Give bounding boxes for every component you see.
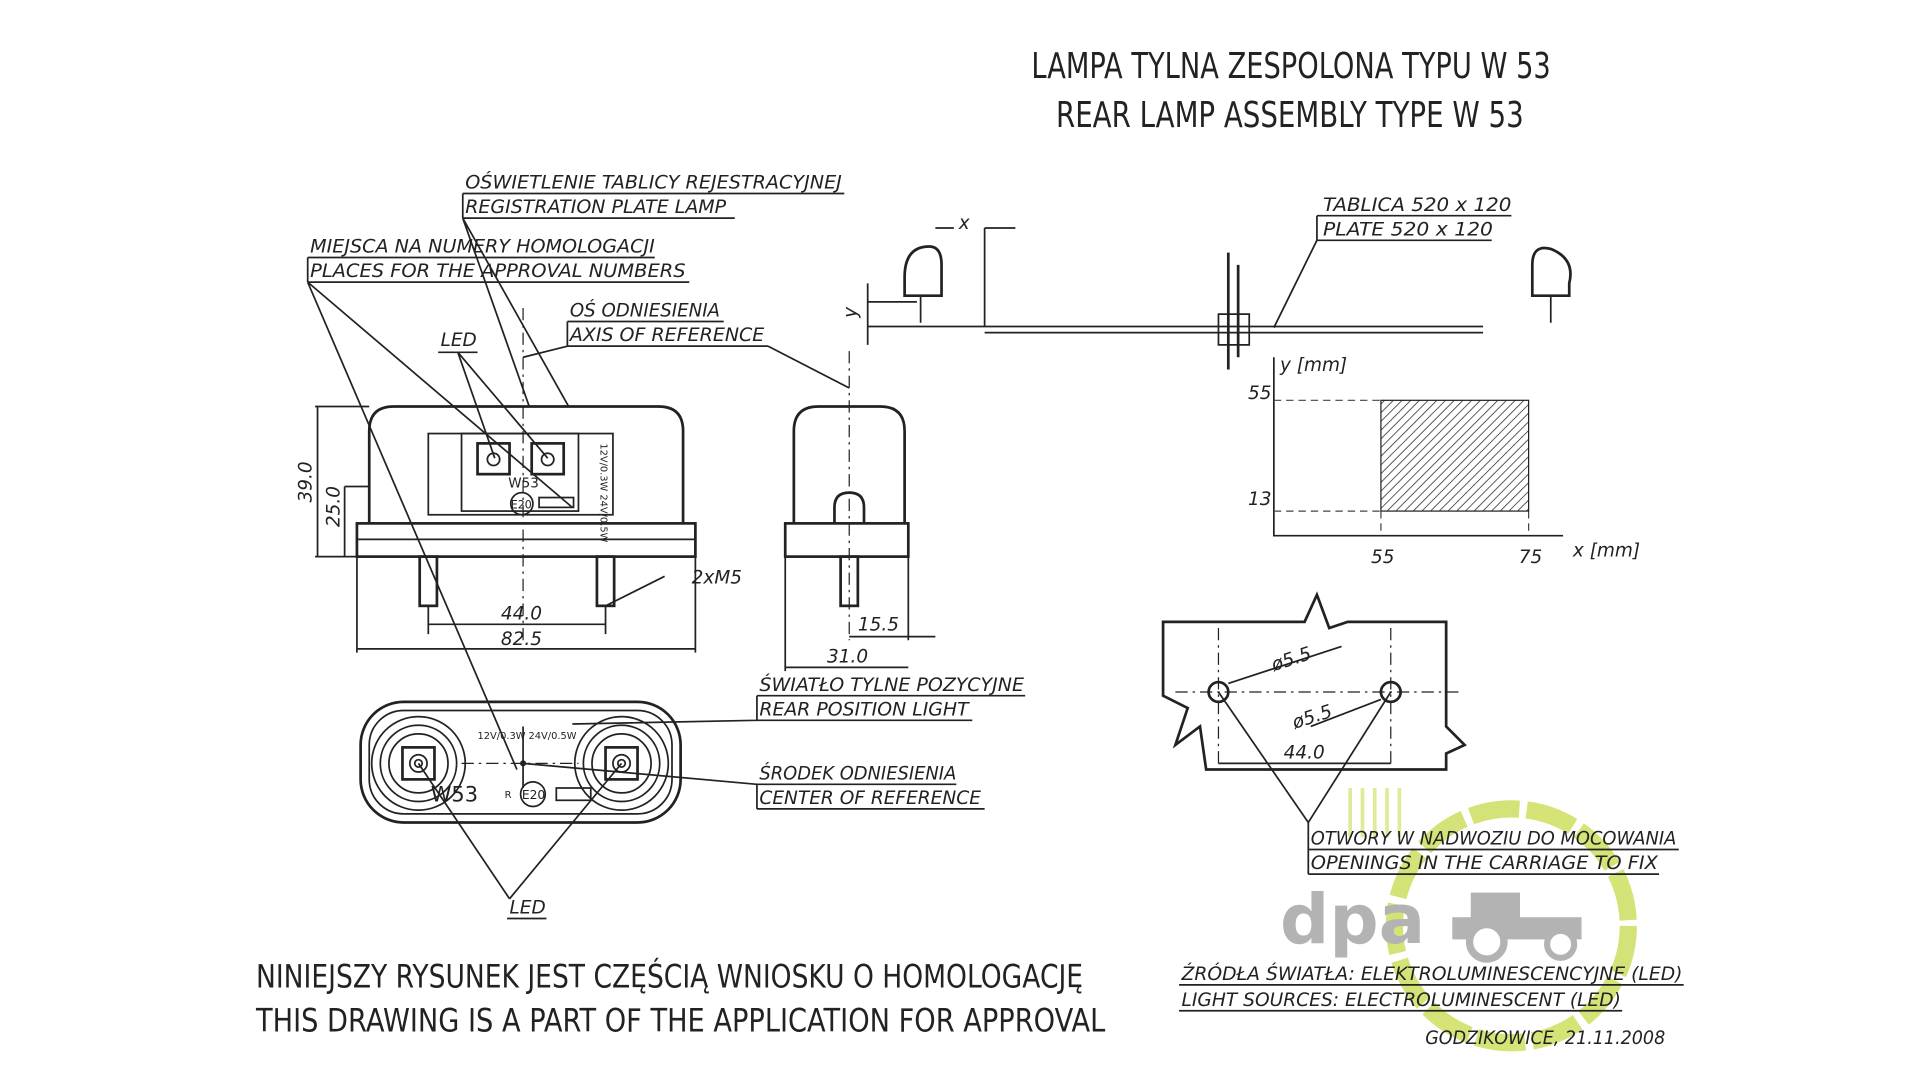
led-right (573, 715, 670, 812)
dim-depth: 31.0 (827, 646, 868, 667)
label-plate-en: PLATE 520 x 120 (1323, 219, 1493, 240)
label-text: CENTER OF REFERENCE (759, 788, 981, 809)
y-axis-label: y [mm] (1279, 355, 1347, 376)
x-axis-label: x [mm] (1572, 541, 1640, 562)
label-text: ŚRODEK ODNIESIENIA (759, 762, 956, 784)
sources-en: LIGHT SOURCES: ELECTROLUMINESCENT (LED) (1182, 990, 1621, 1011)
label-text: OŚ ODNIESIENIA (570, 300, 720, 322)
title-en: REAR LAMP ASSEMBLY TYPE W 53 (1056, 95, 1524, 136)
bottom-view: 12V/0.3W 24V/0.5W W53 R E20 LED (359, 700, 682, 920)
label-axis: OŚ ODNIESIENIA AXIS OF REFERENCE (522, 300, 850, 389)
sources-pl: ŹRÓDŁA ŚWIATŁA: ELEKTROLUMINESCENCYJNE (… (1181, 963, 1683, 985)
y-tick: 13 (1248, 489, 1271, 510)
label-openings-pl: OTWORY W NADWOZIU DO MOCOWANIA (1311, 829, 1677, 850)
front-view: W53 E20 12V/0.3W 24V/0.5W 39.0 25.0 44.0… (295, 308, 742, 653)
power-marking: 12V/0.3W 24V/0.5W (478, 731, 577, 742)
label-center: ŚRODEK ODNIESIENIA CENTER OF REFERENCE (523, 762, 985, 810)
label-text: LED (441, 330, 477, 351)
label-text: REAR POSITION LIGHT (759, 699, 970, 720)
label-plate-lamp: OŚWIETLENIE TABLICY REJESTRACYJNEJ REGIS… (461, 172, 845, 407)
label-text: REGISTRATION PLATE LAMP (465, 197, 727, 218)
label-approval: MIEJSCA NA NUMERY HOMOLOGACJI PLACES FOR… (306, 237, 690, 770)
label-rear-position: ŚWIATŁO TYLNE POZYCYJNE REAR POSITION LI… (572, 674, 1026, 725)
dim-side-offset: 15.5 (858, 614, 899, 635)
mounting-holes: ø5.5 ø5.5 44.0 OTWORY W NADWOZIU DO MOCO… (1161, 591, 1679, 876)
approval-marking: E20 (511, 499, 532, 512)
label-text: PLACES FOR THE APPROVAL NUMBERS (310, 261, 686, 282)
dim-bolts: 2xM5 (692, 568, 742, 589)
installation-view: x y TABLICA 520 x 120 PLATE 520 x 120 (841, 195, 1572, 370)
title-pl: LAMPA TYLNA ZESPOLONA TYPU W 53 (1031, 46, 1550, 87)
label-openings-en: OPENINGS IN THE CARRIAGE TO FIX (1311, 853, 1658, 874)
x-tick: 55 (1371, 547, 1394, 568)
place-date: GODZIKOWICE, 21.11.2008 (1425, 1028, 1665, 1049)
position-graph: y [mm] x [mm] 55 13 55 75 (1248, 355, 1640, 568)
approval-marking-bottom: E20 (522, 788, 545, 802)
hole-diameter: ø5.5 (1268, 643, 1314, 676)
label-plate-pl: TABLICA 520 x 120 (1323, 195, 1511, 216)
r-marking: R (505, 790, 512, 801)
watermark-logo: dpa (1280, 788, 1637, 1052)
label-text: ŚWIATŁO TYLNE POZYCYJNE (759, 674, 1024, 696)
type-marking-bottom: W53 (431, 783, 478, 807)
x-tick: 75 (1519, 547, 1542, 568)
watermark-text: dpa (1280, 880, 1425, 960)
label-led-bottom: LED (510, 898, 546, 919)
permitted-area (1380, 399, 1530, 512)
hole-spacing: 44.0 (1284, 742, 1325, 763)
dim-spacing: 44.0 (501, 603, 542, 624)
note-en: THIS DRAWING IS A PART OF THE APPLICATIO… (255, 1002, 1105, 1040)
hole-diameter: ø5.5 (1289, 701, 1335, 734)
label-text: MIEJSCA NA NUMERY HOMOLOGACJI (310, 237, 655, 258)
side-view: 15.5 31.0 (783, 351, 936, 672)
note-pl: NINIEJSZY RYSUNEK JEST CZĘŚCIĄ WNIOSKU O… (256, 956, 1083, 995)
y-tick: 55 (1248, 383, 1271, 404)
side-marking: 12V/0.3W 24V/0.5W (598, 443, 609, 542)
dim-width: 82.5 (501, 629, 542, 650)
label-text: OŚWIETLENIE TABLICY REJESTRACYJNEJ (465, 172, 842, 194)
x-mark: x (958, 213, 971, 234)
dim-height2: 25.0 (324, 486, 345, 527)
label-text: AXIS OF REFERENCE (569, 325, 765, 346)
y-mark: y (841, 306, 862, 319)
dim-height: 39.0 (295, 461, 316, 502)
